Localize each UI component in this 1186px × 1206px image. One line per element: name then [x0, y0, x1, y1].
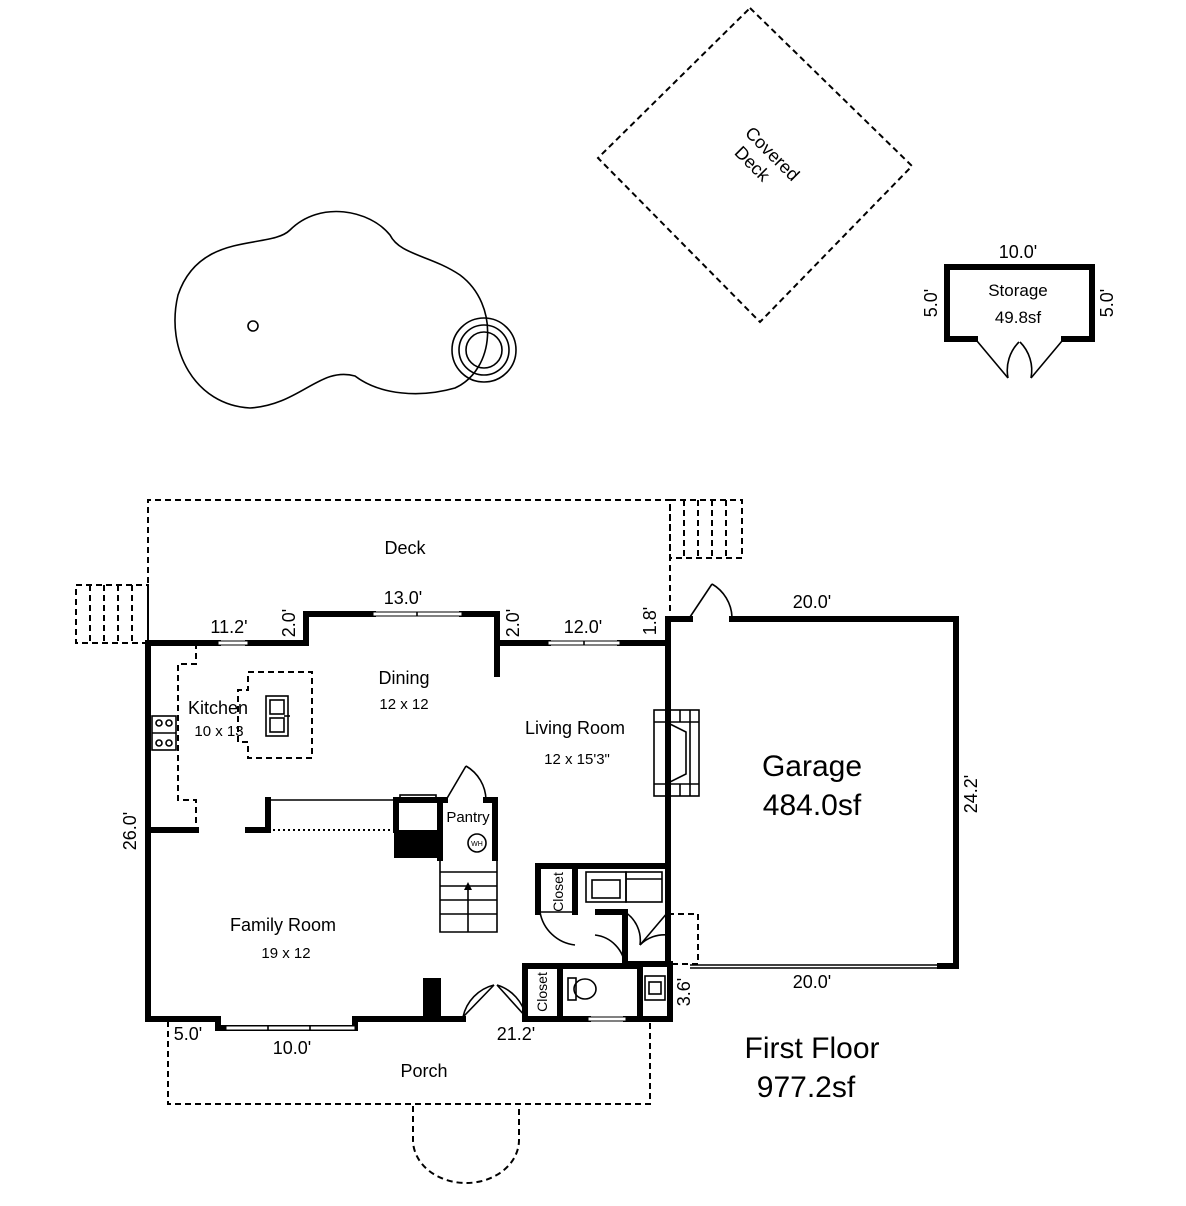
- family-room-name: Family Room: [230, 915, 336, 935]
- toilet-icon: [567, 977, 597, 1001]
- water-heater-label: WH: [471, 841, 483, 848]
- dim-jog-garage: 1.8': [640, 607, 660, 635]
- garage-name: Garage: [762, 750, 862, 783]
- dining-name: Dining: [378, 668, 429, 688]
- washer-dryer-icon: [585, 871, 663, 903]
- deck-label: Deck: [384, 538, 426, 558]
- water-heater-icon: WH: [467, 833, 487, 853]
- dim-jog-right: 2.0': [503, 609, 523, 637]
- living-room-size: 12 x 15'3": [544, 751, 610, 768]
- interior-doors: [445, 765, 699, 1018]
- fireplace-icon: [653, 709, 700, 797]
- dim-jog-left: 2.0': [279, 609, 299, 637]
- garage-area: 484.0sf: [763, 789, 862, 822]
- dim-bottom-main: 21.2': [497, 1024, 535, 1044]
- garage-dim-bottom: 20.0': [793, 972, 831, 992]
- kitchen-name: Kitchen: [188, 698, 248, 718]
- storage-dim-top: 10.0': [999, 242, 1037, 262]
- storage-dim-right: 5.0': [1097, 289, 1117, 317]
- dining-size: 12 x 12: [379, 696, 428, 713]
- stair-landing: [394, 830, 440, 858]
- floor-area: 977.2sf: [757, 1071, 856, 1104]
- family-room-size: 19 x 12: [261, 945, 310, 962]
- storage-dim-left: 5.0': [921, 289, 941, 317]
- kitchen-island: [237, 671, 313, 759]
- kitchen-size: 10 x 13: [194, 723, 243, 740]
- floor-name: First Floor: [745, 1032, 880, 1065]
- pantry-label: Pantry: [446, 809, 490, 826]
- sink-icon: [265, 695, 290, 737]
- chimney-stub: [423, 978, 441, 1020]
- storage-name: Storage: [988, 281, 1048, 300]
- porch-label: Porch: [400, 1061, 447, 1081]
- garage-dim-top: 20.0': [793, 592, 831, 612]
- closet-door-icon: [539, 911, 576, 946]
- pantry-door-icon: [445, 765, 487, 801]
- exterior-walls: [145, 611, 693, 1031]
- dim-top-left: 11.2': [210, 617, 247, 637]
- pool: [174, 210, 517, 409]
- front-door-icon: [462, 984, 527, 1018]
- range-stove-icon: [151, 715, 177, 751]
- dim-bottom-left: 5.0': [174, 1024, 202, 1044]
- storage-area: 49.8sf: [995, 308, 1042, 327]
- closet-upper-label: Closet: [550, 872, 566, 912]
- garage-entry-door-icon: [689, 583, 733, 618]
- dim-living-top: 12.0': [564, 617, 602, 637]
- deck: Deck: [75, 499, 743, 644]
- garage-dim-right: 24.2': [961, 775, 981, 813]
- windows: [217, 611, 627, 1031]
- covered-deck: Covered Deck: [596, 6, 914, 324]
- living-room-name: Living Room: [525, 718, 625, 738]
- dim-bottom-jog: 3.6': [674, 978, 694, 1006]
- dim-dining-top: 13.0': [384, 588, 422, 608]
- vanity-sink-icon: [644, 975, 666, 1001]
- pool-drain-icon: [247, 320, 259, 332]
- dim-bottom-window: 10.0': [273, 1038, 311, 1058]
- pool-steps-icon: [451, 317, 517, 383]
- storage-double-door-icon: [976, 340, 1063, 379]
- garage: Garage 484.0sf 20.0' 20.0' 24.2': [689, 583, 981, 992]
- closet-lower-label: Closet: [534, 972, 550, 1012]
- hall-door-icon: [594, 911, 669, 967]
- dim-left-side: 26.0': [120, 812, 140, 850]
- storage-shed: Storage 49.8sf 10.0' 5.0' 5.0': [921, 242, 1117, 379]
- porch: Porch: [167, 1021, 651, 1184]
